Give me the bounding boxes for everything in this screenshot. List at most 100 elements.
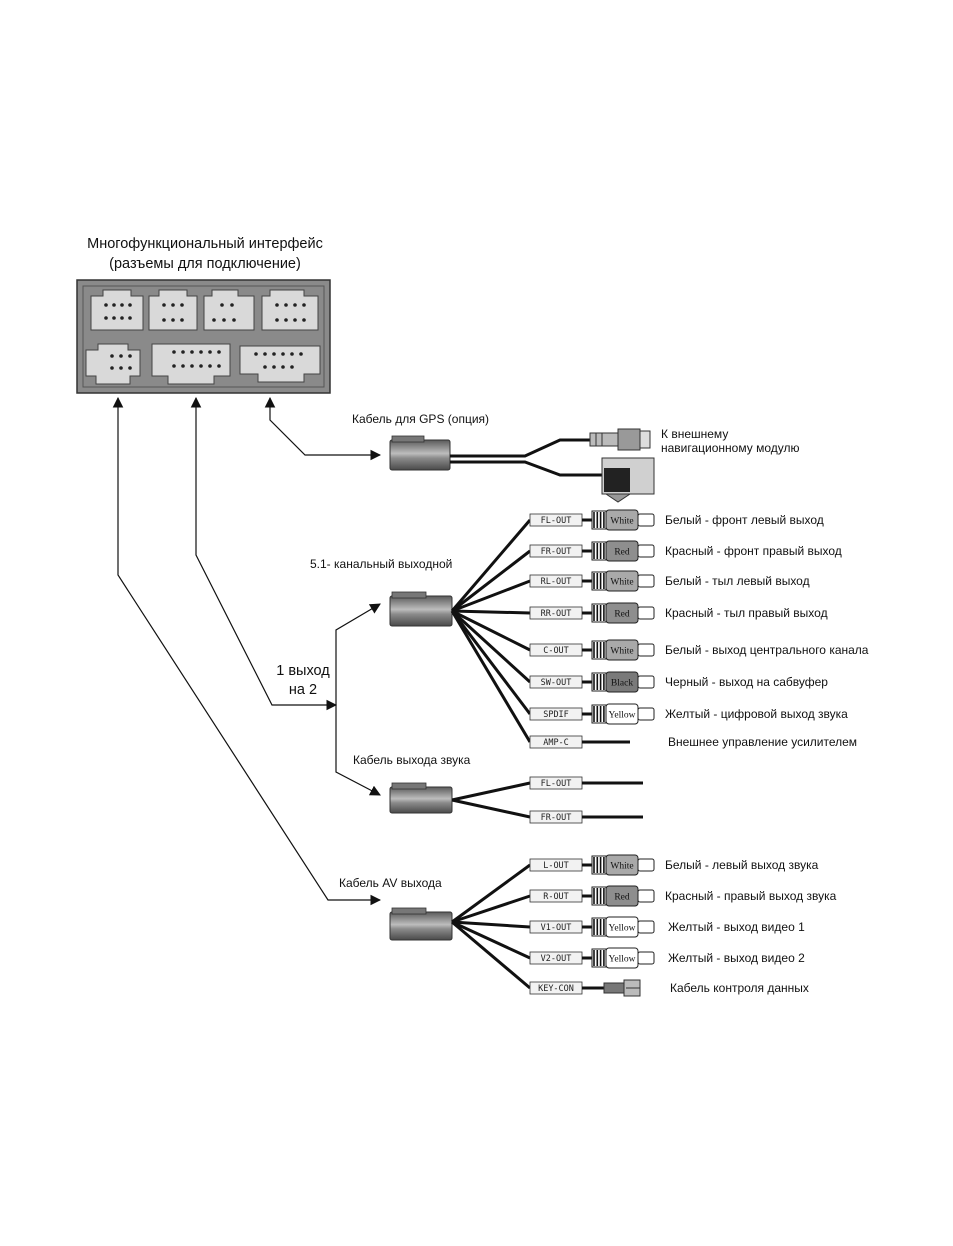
wire-tag-label: SPDIF	[543, 710, 569, 720]
wire-tag-label: RL-OUT	[541, 577, 572, 587]
splitter-connection-line	[190, 396, 338, 711]
wire	[451, 920, 531, 929]
wire-tag: FL-OUT	[529, 776, 583, 790]
wire-tag: AMP-C	[529, 735, 583, 749]
ch51-output-row: FR-OUT Red Красный - фронт правый выход	[451, 540, 842, 613]
av-output-desc: Желтый - выход видео 2	[668, 951, 805, 965]
connector-slot	[148, 289, 198, 331]
wire-tag-label: C-OUT	[543, 646, 569, 656]
plug-color-label: White	[610, 578, 633, 588]
av-output-row: KEY-CON Кабель контроля данных	[451, 920, 809, 997]
wire-tag: RR-OUT	[529, 606, 583, 620]
ch51-output-desc: Белый - тыл левый выход	[665, 574, 810, 588]
av-cable-connector	[389, 907, 453, 941]
ch51-output-list: FL-OUT White Белый - фронт левый выходFR-O…	[450, 509, 869, 749]
rca-plug: White	[591, 639, 655, 661]
ch51-output-desc: Белый - фронт левый выход	[665, 513, 824, 527]
wire-tag: C-OUT	[529, 643, 583, 657]
ch51-output-desc: Красный - фронт правый выход	[665, 544, 842, 558]
ch51-cable-connector	[389, 591, 453, 627]
wire-tag: R-OUT	[529, 889, 583, 903]
connector-slot	[261, 289, 319, 331]
sound-cable-connector	[389, 782, 453, 814]
av-output-desc: Кабель контроля данных	[670, 981, 809, 995]
wire	[451, 781, 531, 802]
wire-tag: FR-OUT	[529, 544, 583, 558]
gps-wire-upper	[450, 438, 592, 458]
plug-color-label: Red	[614, 610, 630, 620]
ch51-output-row: RL-OUT White Белый - тыл левый выход	[451, 570, 810, 613]
sound-output-row: FL-OUT	[451, 776, 643, 802]
splitter-branch-up	[335, 603, 381, 705]
key-con-plug	[603, 979, 641, 997]
wire	[450, 610, 532, 743]
ch51-output-desc: Красный - тыл правый выход	[665, 606, 828, 620]
interface-title-line2: (разъемы для подключение)	[109, 256, 301, 272]
gps-wire-lower	[450, 460, 602, 477]
split-label-line2: на 2	[289, 682, 317, 698]
plug-color-label: Yellow	[608, 711, 635, 721]
rca-plug: Red	[591, 602, 655, 624]
plug-color-label: Black	[611, 679, 633, 689]
ch51-output-row: SW-OUT Black Черный - выход на сабвуфер	[450, 609, 828, 693]
rca-plug: White	[591, 570, 655, 592]
wire	[451, 609, 531, 615]
connector-slot	[151, 343, 231, 385]
sound-cable-label: Кабель выхода звука	[353, 753, 471, 767]
wire-tag-label: RR-OUT	[541, 609, 572, 619]
ch51-output-row: FL-OUT White Белый - фронт левый выход	[450, 509, 824, 612]
wire	[451, 609, 531, 652]
wire-tag: SW-OUT	[529, 675, 583, 689]
gps-cable-label: Кабель для GPS (опция)	[352, 412, 489, 426]
rca-plug: Red	[591, 885, 655, 907]
wire	[450, 609, 532, 684]
wire-tag: FL-OUT	[529, 513, 583, 527]
wire-tag: FR-OUT	[529, 810, 583, 824]
interface-title-line1: Многофункциональный интерфейс	[87, 236, 323, 252]
wire-tag: V2-OUT	[529, 951, 583, 965]
wire-tag: V1-OUT	[529, 920, 583, 934]
wire-tag-label: FL-OUT	[541, 779, 572, 789]
wire	[450, 519, 532, 612]
wire	[451, 863, 531, 924]
plug-color-label: White	[610, 647, 633, 657]
connector-slot	[85, 343, 141, 385]
wire	[451, 920, 531, 960]
av-cable-label: Кабель AV выхода	[339, 876, 442, 890]
wire-tag-label: V2-OUT	[541, 954, 572, 964]
gps-target-line2: навигационному модулю	[661, 441, 799, 455]
rca-plug: Black	[591, 671, 655, 693]
gps-cable-connector	[389, 435, 451, 471]
plug-color-label: White	[610, 862, 633, 872]
wire-tag: RL-OUT	[529, 574, 583, 588]
connector-panel	[76, 279, 331, 394]
wire-tag-label: FR-OUT	[541, 813, 572, 823]
wire	[451, 549, 531, 613]
plug-color-label: Red	[614, 893, 630, 903]
wire-tag: KEY-CON	[529, 981, 583, 995]
plug-color-label: Red	[614, 548, 630, 558]
gps-antenna-plug	[589, 428, 651, 451]
connector-slot	[239, 345, 321, 383]
wire	[451, 894, 531, 924]
sound-output-row: FR-OUT	[451, 798, 643, 824]
rca-plug: Red	[591, 540, 655, 562]
wire-tag-label: L-OUT	[543, 861, 569, 871]
splitter-branch-down	[335, 705, 381, 796]
wire-tag-label: SW-OUT	[541, 678, 572, 688]
av-connection-line	[112, 396, 382, 906]
ch51-output-desc: Черный - выход на сабвуфер	[665, 675, 828, 689]
wire	[451, 798, 531, 819]
wire-tag-label: AMP-C	[543, 738, 569, 748]
wire	[450, 610, 532, 715]
gps-target-line1: К внешнему	[661, 427, 728, 441]
